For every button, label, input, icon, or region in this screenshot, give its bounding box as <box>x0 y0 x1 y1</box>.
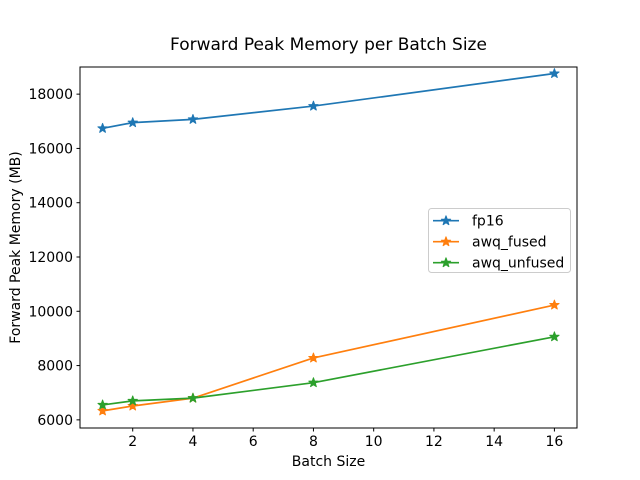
marker-awq_unfused <box>549 331 560 342</box>
marker-awq_unfused <box>308 377 319 388</box>
legend-label-awq_fused: awq_fused <box>472 235 547 251</box>
x-tick-label: 16 <box>545 434 563 450</box>
series-line-fp16 <box>102 72 555 130</box>
legend-label-fp16: fp16 <box>472 214 504 230</box>
x-tick-label: 14 <box>485 434 503 450</box>
y-tick-label: 12000 <box>28 250 73 266</box>
y-tick-label: 18000 <box>28 87 73 103</box>
legend-marker-awq_fused <box>440 236 452 247</box>
chart-title: Forward Peak Memory per Batch Size <box>170 35 487 55</box>
marker-awq_unfused <box>97 399 108 410</box>
marker-awq_unfused <box>127 395 138 406</box>
marker-awq_fused <box>97 405 108 416</box>
legend: fp16 awq_fused awq_unfused <box>428 208 571 273</box>
axes-frame <box>79 66 578 429</box>
x-axis-label: Batch Size <box>292 454 365 470</box>
x-tick-label: 4 <box>188 434 197 450</box>
y-axis-label: Forward Peak Memory (MB) <box>8 151 24 343</box>
data-series <box>97 68 560 416</box>
legend-box <box>428 208 571 273</box>
marker-awq_fused <box>127 400 138 411</box>
marker-awq_fused <box>549 299 560 310</box>
y-tick-label: 16000 <box>28 141 73 157</box>
series-line-awq_fused <box>102 304 555 412</box>
marker-fp16 <box>549 68 560 78</box>
series-line-awq_unfused <box>102 335 555 406</box>
legend-marker-awq_unfused <box>440 257 452 268</box>
marker-fp16 <box>308 100 319 111</box>
marker-fp16 <box>187 113 199 124</box>
x-tick-label: 6 <box>249 434 258 450</box>
x-tick-label: 12 <box>425 434 443 450</box>
marker-fp16 <box>127 117 138 128</box>
y-tick-label: 10000 <box>28 304 73 320</box>
axis-ticks: 2 4 6 8 10 12 14 16 6000 8000 10000 12000 14000 16000… <box>28 87 563 450</box>
plot-border <box>79 66 578 429</box>
marker-fp16 <box>97 122 108 133</box>
marker-awq_fused <box>308 352 319 363</box>
y-tick-label: 8000 <box>37 359 73 375</box>
x-tick-label: 2 <box>128 434 137 450</box>
marker-awq_unfused <box>187 392 199 403</box>
x-tick-label: 8 <box>309 434 318 450</box>
y-tick-label: 14000 <box>28 196 73 212</box>
x-tick-label: 10 <box>365 434 383 450</box>
y-tick-label: 6000 <box>37 413 73 429</box>
legend-label-awq_unfused: awq_unfused <box>472 256 564 272</box>
legend-marker-fp16 <box>440 215 452 226</box>
